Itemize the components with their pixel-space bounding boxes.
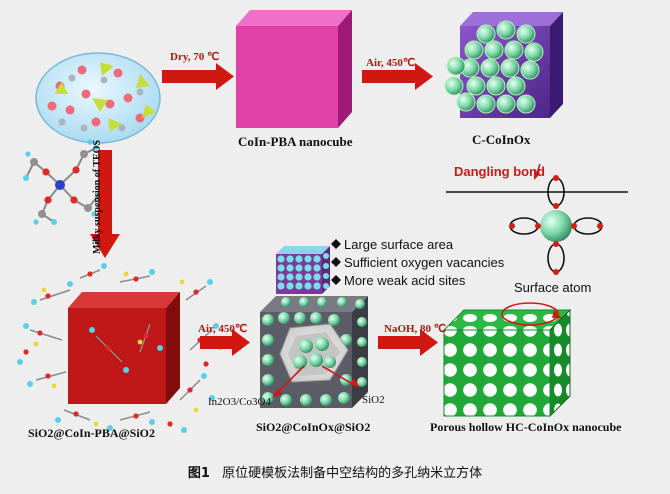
caption-text: 原位硬模板法制备中空结构的多孔纳米立方体 <box>222 466 482 481</box>
dry-step-label: Dry, 70 ℃ <box>170 50 219 63</box>
air-step-top-label: Air, 450℃ <box>366 56 415 69</box>
milky-suspension-label: Milky suspension of TEOS <box>92 140 103 254</box>
feature-list: Large surface area Sufficient oxygen vac… <box>344 236 504 290</box>
coin-pba-label: CoIn-PBA nanocube <box>238 134 353 150</box>
figure-caption: 图1 原位硬模板法制备中空结构的多孔纳米立方体 <box>0 462 670 481</box>
sio2-coinox-label: SiO2@CoInOx@SiO2 <box>256 420 370 435</box>
feature-oxygen-vacancies: Sufficient oxygen vacancies <box>344 254 504 272</box>
porous-hollow-cube <box>444 310 570 416</box>
air-step-bottom-label: Air, 450℃ <box>198 322 247 335</box>
naoh-step-label: NaOH, 80 ℃ <box>384 322 446 335</box>
in2o3-co3o4-label: In2O3/Co3O4 <box>208 396 271 408</box>
bullet-diamonds <box>331 239 341 285</box>
sio2-coinox-cube <box>260 296 368 408</box>
arrow-dry <box>162 63 234 90</box>
figure-number: 图1 <box>188 466 210 481</box>
feature-large-surface: Large surface area <box>344 236 504 254</box>
surface-atom-label: Surface atom <box>514 280 591 295</box>
c-coinox-cube <box>445 12 563 118</box>
atom-cube-inset <box>276 246 330 294</box>
feature-weak-acid: More weak acid sites <box>344 272 504 290</box>
precursor-dish <box>36 53 160 143</box>
coinox-spheres <box>445 21 543 113</box>
c-coinox-label: C-CoInOx <box>472 132 531 148</box>
sio2-label: SiO2 <box>362 394 385 406</box>
teos-molecule <box>23 139 101 225</box>
coin-pba-cube <box>236 10 352 128</box>
porous-hollow-label: Porous hollow HC-CoInOx nanocube <box>430 420 621 435</box>
dangling-bond-label: Dangling bond <box>454 164 545 179</box>
sio2-coin-pba-cube <box>17 263 222 433</box>
sio2-coin-pba-label: SiO2@CoIn-PBA@SiO2 <box>28 426 155 441</box>
